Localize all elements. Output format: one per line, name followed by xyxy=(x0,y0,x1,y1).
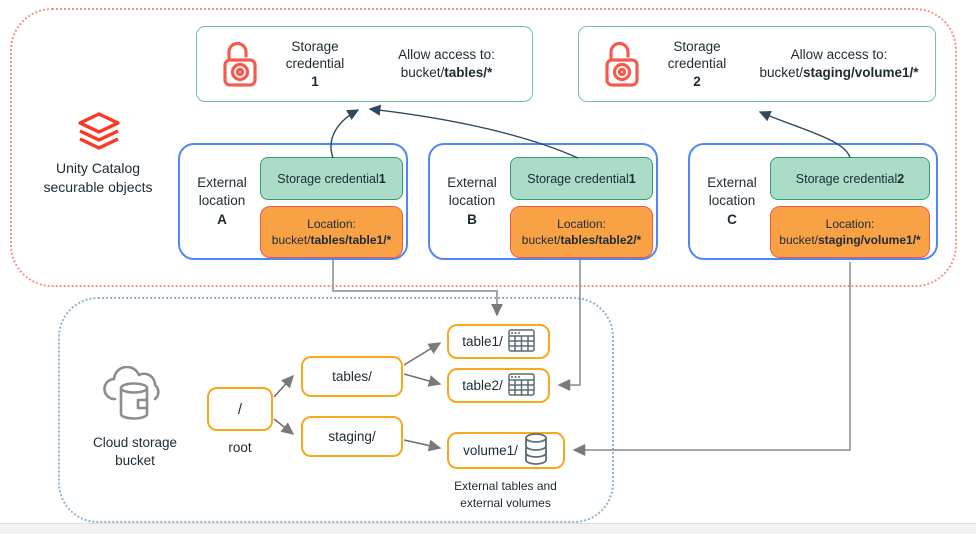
sc-title-line1: Storage xyxy=(291,38,339,54)
storage-credential-badge: Storage credential 1 xyxy=(510,157,653,200)
storage-credential-1-card: Storage credential 1 Allow access to: bu… xyxy=(196,26,533,102)
databricks-logo-icon xyxy=(76,112,122,161)
table-icon xyxy=(508,328,535,355)
volume1-box: volume1/ xyxy=(447,432,565,469)
sc-number: 2 xyxy=(693,73,701,89)
el-label-line2: location xyxy=(448,193,496,209)
location-label: Location: xyxy=(825,216,875,231)
allow-access-label: Allow access to: xyxy=(790,46,888,62)
el-label-line1: External xyxy=(707,175,757,191)
storage-credential-badge: Storage credential 2 xyxy=(770,157,930,200)
sc-title-line1: Storage xyxy=(673,38,721,54)
location-prefix: bucket/ xyxy=(271,233,311,247)
folder-staging-label: staging/ xyxy=(328,429,376,444)
unity-label-line1: Unity Catalog xyxy=(55,160,141,176)
location-badge: Location: bucket/tables/table1/* xyxy=(260,206,403,258)
root-box-text: / xyxy=(237,400,243,418)
location-path: bucket/tables/table2/* xyxy=(522,232,641,248)
table1-box: table1/ xyxy=(447,324,550,359)
location-path: bucket/staging/volume1/* xyxy=(779,232,920,248)
lock-icon xyxy=(601,40,643,88)
location-label: Location: xyxy=(307,216,356,231)
volume1-label: volume1/ xyxy=(463,443,518,458)
table2-label: table2/ xyxy=(462,378,503,393)
allow-access-text: Allow access to: bucket/staging/volume1/… xyxy=(751,46,935,82)
external-location-a-card: External location A Storage credential 1… xyxy=(178,143,408,260)
table2-box: table2/ xyxy=(447,368,550,403)
el-label-line1: External xyxy=(197,175,247,191)
unity-catalog-label: Unity Catalog securable objects xyxy=(18,159,178,197)
lock-icon xyxy=(219,40,261,88)
sc-number: 1 xyxy=(311,73,319,89)
cloud-storage-label: Cloud storage bucket xyxy=(68,434,202,470)
el-letter: B xyxy=(467,211,477,227)
page-bottom-strip xyxy=(0,523,976,534)
credential-badge-number: 1 xyxy=(628,171,636,186)
arrow-locC-to-volume1 xyxy=(572,262,851,456)
allow-access-text: Allow access to: bucket/tables/* xyxy=(369,46,532,82)
el-letter: A xyxy=(217,211,227,227)
credential-badge-number: 2 xyxy=(897,171,905,186)
allow-access-path: bucket/tables/* xyxy=(369,64,524,82)
el-label-line2: location xyxy=(708,193,756,209)
location-prefix: bucket/ xyxy=(521,233,561,247)
path-bold: staging/volume1/* xyxy=(803,65,919,80)
storage-credential-title: Storage credential 1 xyxy=(261,38,369,91)
el-letter: C xyxy=(727,211,737,227)
location-bold: tables/table1/* xyxy=(310,233,392,247)
path-prefix: bucket/ xyxy=(759,65,803,80)
credential-badge-number: 1 xyxy=(378,171,386,186)
location-bold: staging/volume1/* xyxy=(818,233,921,247)
credential-badge-text: Storage credential xyxy=(527,171,629,186)
root-box: / xyxy=(207,387,273,431)
storage-credential-badge: Storage credential 1 xyxy=(260,157,403,200)
root-caption: root xyxy=(228,440,252,455)
location-label: Location: xyxy=(557,216,606,231)
storage-credential-title: Storage credential 2 xyxy=(643,38,751,91)
folder-tables-label: tables/ xyxy=(332,369,372,384)
folder-staging-box: staging/ xyxy=(301,416,403,457)
allow-access-path: bucket/staging/volume1/* xyxy=(751,64,927,82)
storage-credential-2-card: Storage credential 2 Allow access to: bu… xyxy=(578,26,936,102)
credential-badge-text: Storage credential xyxy=(795,171,898,186)
allow-access-label: Allow access to: xyxy=(398,46,495,62)
folder-tables-box: tables/ xyxy=(301,356,403,397)
caption-line1: External tables and xyxy=(454,479,557,493)
cloud-label-line2: bucket xyxy=(115,453,155,469)
external-location-label: External location B xyxy=(436,145,508,258)
unity-label-line2: securable objects xyxy=(43,178,153,195)
external-location-label: External location A xyxy=(186,145,258,258)
path-prefix: bucket/ xyxy=(400,65,445,80)
external-objects-caption: External tables and external volumes xyxy=(428,478,583,512)
location-prefix: bucket/ xyxy=(779,233,818,247)
table-icon xyxy=(508,372,535,399)
external-location-label: External location C xyxy=(696,145,768,258)
credential-badge-text: Storage credential xyxy=(277,171,379,186)
external-location-c-card: External location C Storage credential 2… xyxy=(688,143,938,260)
location-bold: tables/table2/* xyxy=(560,233,642,247)
location-badge: Location: bucket/tables/table2/* xyxy=(510,206,653,258)
path-bold: tables/* xyxy=(444,65,493,80)
external-location-b-card: External location B Storage credential 1… xyxy=(428,143,658,260)
caption-line2: external volumes xyxy=(460,495,551,510)
el-label-line2: location xyxy=(198,193,246,209)
sc-title-line2: credential xyxy=(667,56,727,72)
volume-cylinder-icon xyxy=(523,433,549,468)
cloud-storage-icon xyxy=(99,365,169,433)
el-label-line1: External xyxy=(447,175,497,191)
cloud-label-line1: Cloud storage xyxy=(92,435,178,450)
sc-title-line2: credential xyxy=(285,56,345,72)
location-path: bucket/tables/table1/* xyxy=(272,232,391,248)
table1-label: table1/ xyxy=(462,334,503,349)
location-badge: Location: bucket/staging/volume1/* xyxy=(770,206,930,258)
